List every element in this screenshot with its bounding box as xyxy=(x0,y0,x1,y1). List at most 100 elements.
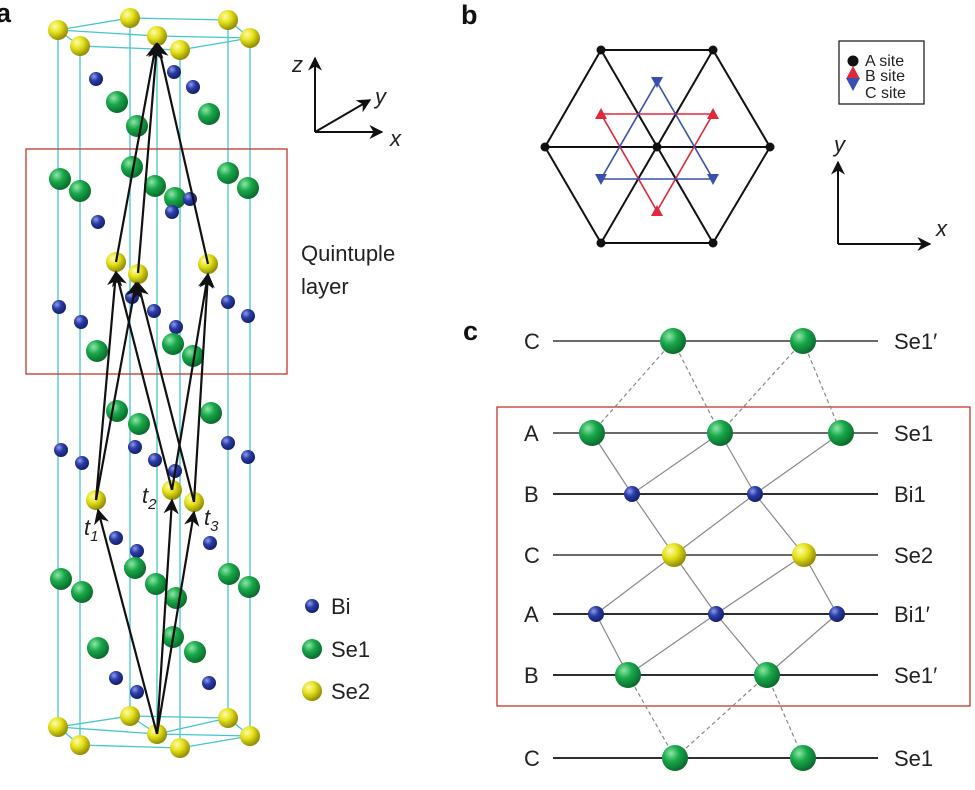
atom-se1 xyxy=(165,587,187,609)
atom-se2 xyxy=(218,708,238,728)
a-site-marker xyxy=(596,238,606,248)
axis-x-label: x xyxy=(389,126,402,151)
layer-atom-bi xyxy=(708,606,724,622)
layer-site-label: C xyxy=(524,543,540,568)
crystal-atoms xyxy=(48,8,260,758)
layer-atom-se1 xyxy=(828,420,854,446)
atom-se1 xyxy=(144,175,166,197)
atom-se1 xyxy=(200,402,222,424)
atom-bi xyxy=(221,436,235,450)
site-legend: A site B site C site xyxy=(838,40,925,105)
b-site-triangle xyxy=(599,113,715,213)
a-site-marker xyxy=(708,45,718,55)
interlayer-bond xyxy=(719,340,804,434)
axis-y-label: y xyxy=(373,84,388,109)
intralayer-bond xyxy=(627,613,717,676)
layer-site-label: A xyxy=(524,421,539,446)
layer-atom-se1 xyxy=(579,420,605,446)
layer-atom-bi xyxy=(747,486,763,502)
layer-atom-se1 xyxy=(615,662,641,688)
legend-se2-swatch xyxy=(302,681,322,701)
atom-se2 xyxy=(48,20,68,40)
atom-se1 xyxy=(87,637,109,659)
atom-se1 xyxy=(121,156,143,178)
layer-site-label: C xyxy=(524,746,540,771)
layer-atom-se1 xyxy=(662,745,688,771)
intralayer-bond xyxy=(754,432,842,495)
atom-se2 xyxy=(218,10,238,30)
atom-se2 xyxy=(120,8,140,28)
layer-atom-se2 xyxy=(792,543,816,567)
atom-se1 xyxy=(198,103,220,125)
c-site-marker xyxy=(651,77,663,88)
atom-se1 xyxy=(128,413,150,435)
panel-b: b A site B site C site y xyxy=(461,0,948,251)
c-site-triangle xyxy=(599,80,715,180)
intralayer-bond xyxy=(673,554,717,615)
atom-se1 xyxy=(69,180,91,202)
atom-bi xyxy=(109,671,123,685)
atom-legend: Bi Se1 Se2 xyxy=(302,594,370,704)
legend-a-site-label: A site xyxy=(865,53,904,70)
atom-bi xyxy=(89,72,103,86)
atom-se2 xyxy=(170,738,190,758)
layer-atom-bi xyxy=(829,606,845,622)
atom-se1 xyxy=(50,568,72,590)
legend-c-site-marker xyxy=(846,78,860,91)
layer-atom-bi xyxy=(624,486,640,502)
layer-atom-bi xyxy=(588,606,604,622)
panel-b-letter: b xyxy=(461,0,478,30)
legend-a-site-marker xyxy=(847,55,859,67)
a-site-marker xyxy=(708,238,718,248)
atom-bi xyxy=(109,531,123,545)
atom-se1 xyxy=(106,400,128,422)
atom-bi xyxy=(203,536,217,550)
panel-a: a xyxy=(0,0,402,758)
layer-row: B Se1′ xyxy=(524,662,937,688)
atom-se2 xyxy=(128,264,148,284)
a-site-marker xyxy=(540,142,550,152)
legend-bi-swatch xyxy=(305,599,319,613)
layer-name-label: Se1′ xyxy=(894,663,937,688)
legend-bi-label: Bi xyxy=(331,594,351,619)
legend-b-site-label: B site xyxy=(865,68,905,85)
atom-bi xyxy=(241,309,255,323)
layer-atom-se1 xyxy=(707,420,733,446)
intralayer-bond xyxy=(766,613,838,676)
legend-se2-label: Se2 xyxy=(331,679,370,704)
a-site-marker xyxy=(596,45,606,55)
legend-b-site-marker xyxy=(846,66,860,79)
atom-bi xyxy=(52,300,66,314)
a-site-marker xyxy=(652,142,662,152)
atom-bi xyxy=(169,320,183,334)
panel-b-axis-x-label: x xyxy=(935,216,948,241)
atom-bi xyxy=(147,304,161,318)
lattice-site-markers xyxy=(540,45,775,248)
atom-bi xyxy=(202,676,216,690)
atom-se1 xyxy=(126,115,148,137)
t3-label: t3 xyxy=(204,505,219,535)
atom-bi xyxy=(54,443,68,457)
interlayer-bond xyxy=(766,674,804,759)
atom-bi xyxy=(130,685,144,699)
layer-site-label: B xyxy=(524,663,539,688)
atom-bi xyxy=(167,65,181,79)
atom-bi xyxy=(165,205,179,219)
atom-se1 xyxy=(49,168,71,190)
layer-name-label: Se1 xyxy=(894,421,933,446)
interlayer-bond xyxy=(591,340,674,434)
atom-se1 xyxy=(218,563,240,585)
interlayer-bond xyxy=(674,674,768,759)
unit-cell-frame xyxy=(56,17,252,749)
b-site-marker xyxy=(651,205,663,216)
a-site-marker xyxy=(765,142,775,152)
atom-se1 xyxy=(71,581,93,603)
t1-label: t1 xyxy=(84,515,98,545)
intralayer-bond xyxy=(754,493,805,556)
atom-se1 xyxy=(184,641,206,663)
layer-atom-se1 xyxy=(790,328,816,354)
